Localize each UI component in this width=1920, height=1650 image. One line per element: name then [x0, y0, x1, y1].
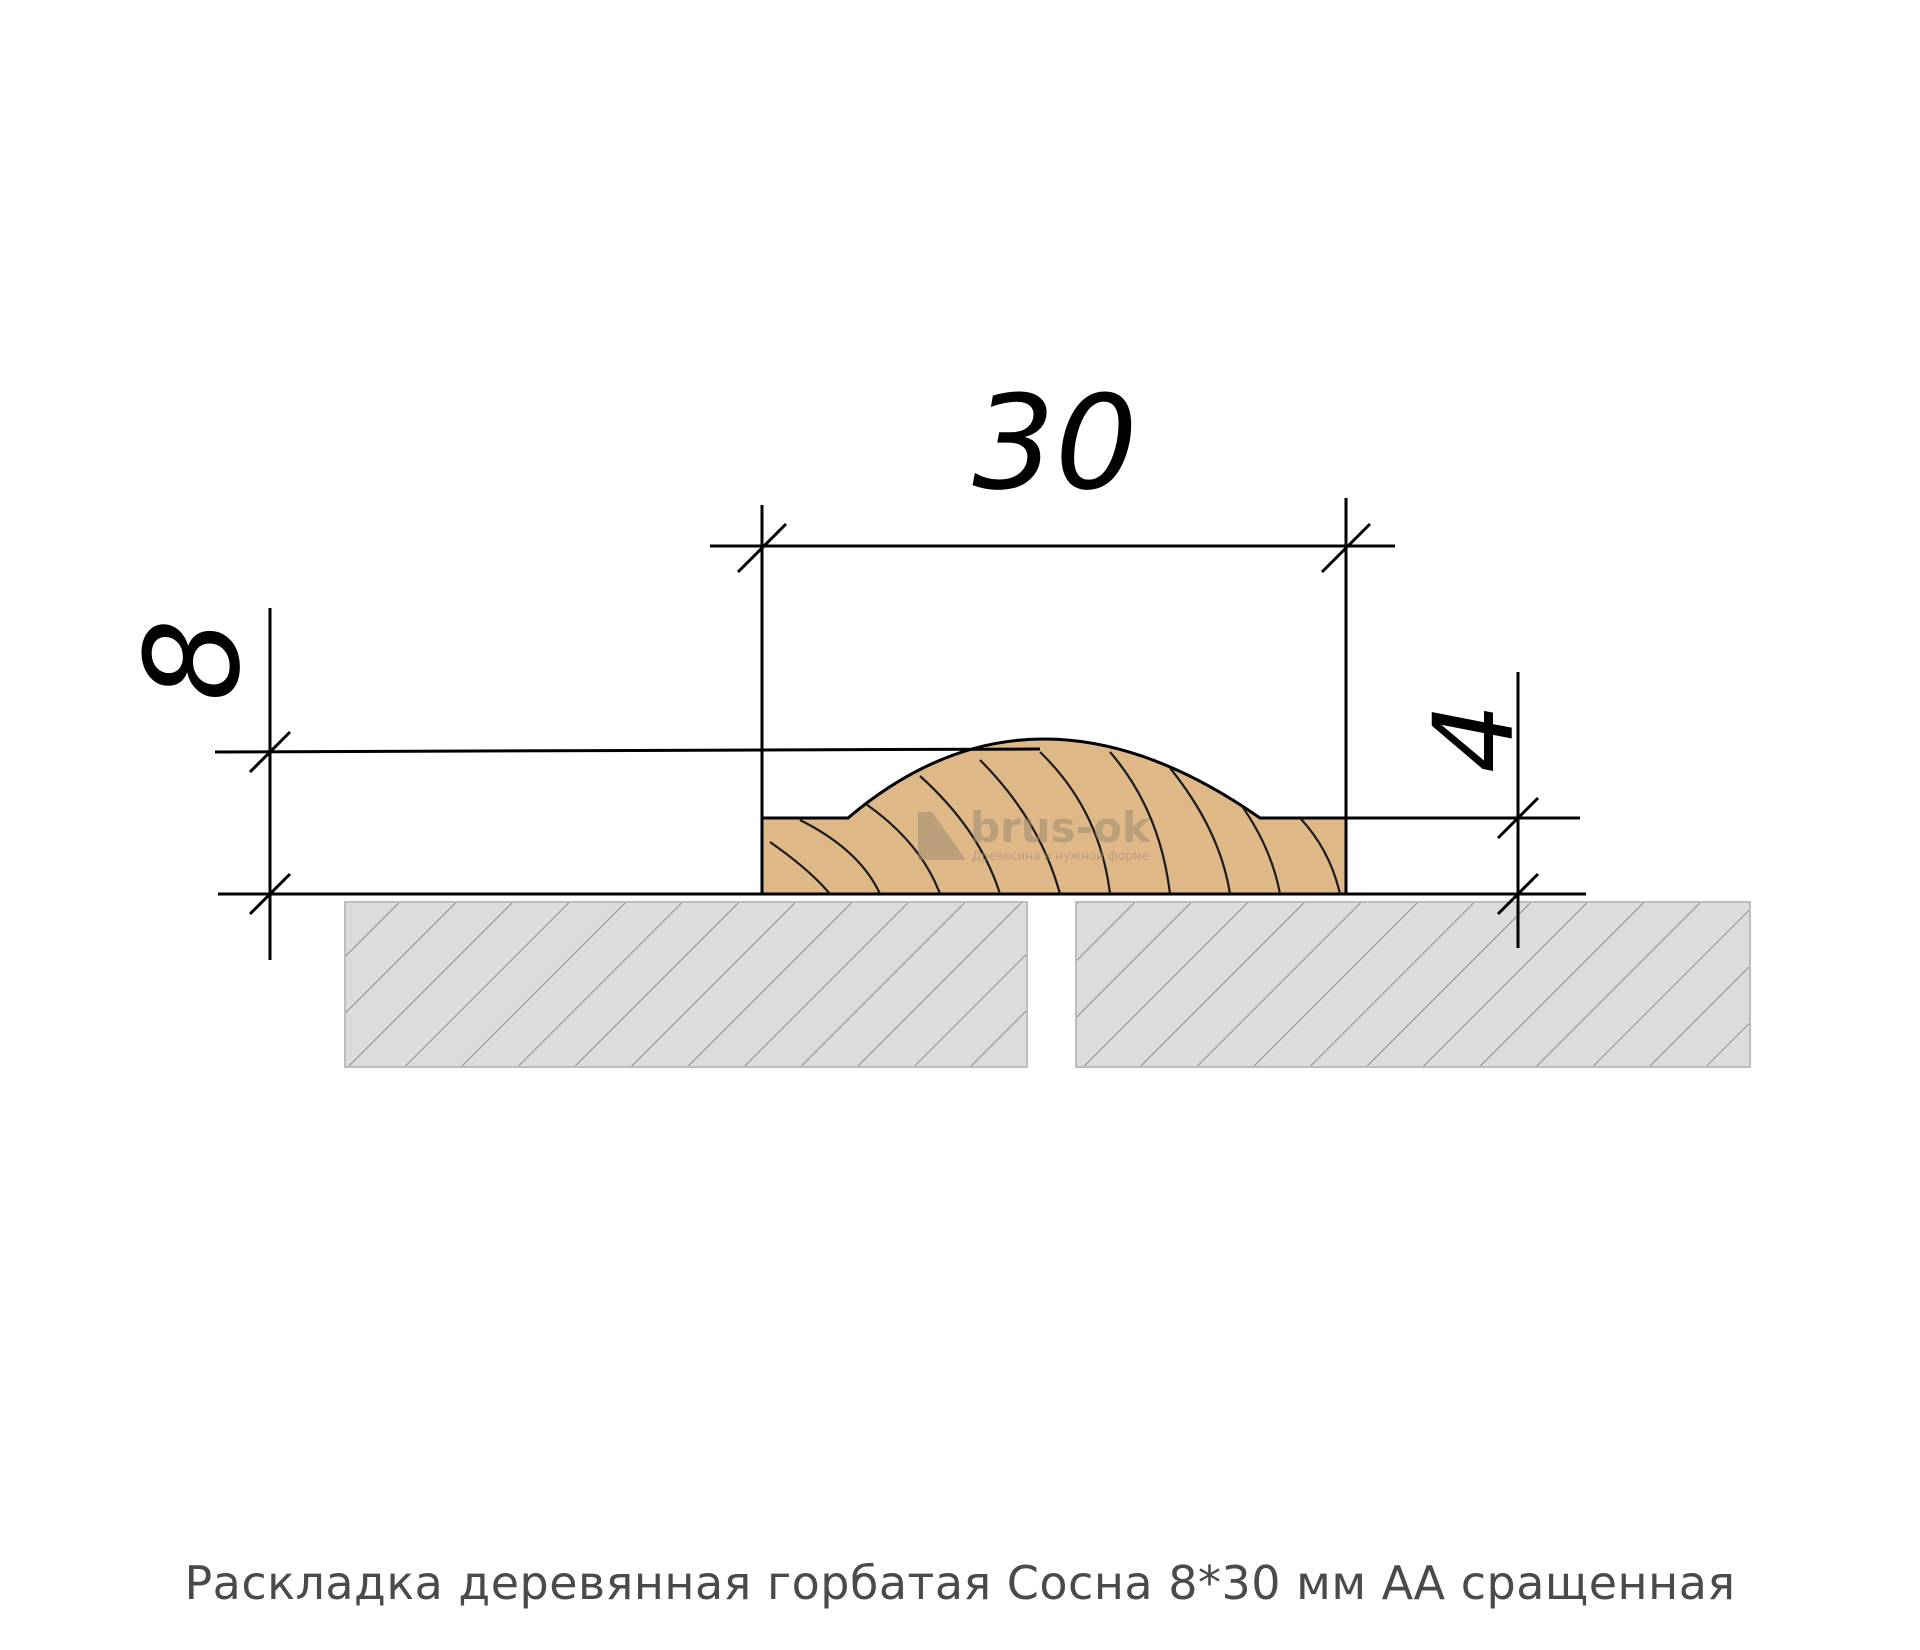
dim-base-tick-bottom — [1496, 872, 1540, 916]
dimension-lines — [214, 498, 1586, 960]
wood-profile: brus-ok Древесина в нужной форме — [760, 737, 1348, 896]
dim-width-tick-left — [736, 522, 788, 574]
dim-base-label: 4 — [1410, 703, 1538, 773]
wood-profile-body — [760, 737, 1348, 896]
dim-base-tick-top — [1496, 796, 1540, 840]
dim-height-label: 8 — [117, 619, 269, 702]
dim-height-top-ext — [214, 747, 1041, 754]
watermark-brand: brus-ok — [970, 803, 1151, 852]
wood-grain — [769, 751, 1342, 894]
product-caption: Раскладка деревянная горбатая Сосна 8*30… — [184, 1556, 1736, 1610]
dim-width-tick-right — [1320, 522, 1372, 574]
watermark-logo: brus-ok Древесина в нужной форме — [918, 803, 1151, 863]
floor-board-left — [344, 901, 1028, 1068]
watermark-tagline: Древесина в нужной форме — [972, 849, 1149, 863]
dim-height-tick-top — [248, 730, 292, 774]
floor-board-right — [1075, 901, 1751, 1068]
dim-width-label: 30 — [972, 367, 1137, 519]
dim-height-tick-bottom — [248, 872, 292, 916]
floor-boards — [344, 901, 1751, 1068]
